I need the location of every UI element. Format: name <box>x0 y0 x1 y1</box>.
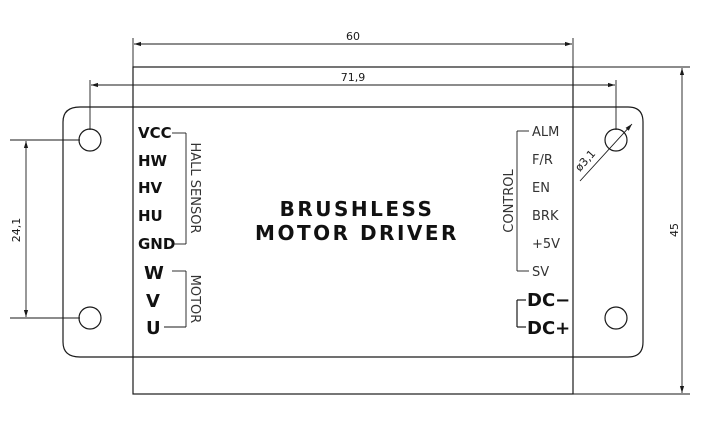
mount-hole-top-right <box>604 128 628 152</box>
dim-hole-diameter-label: ø3,1 <box>572 147 598 174</box>
dim-hole-pitch-label: 71,9 <box>341 71 366 84</box>
mount-hole-top-left <box>78 128 102 152</box>
control-group-label: CONTROL <box>502 169 517 233</box>
hall-sensor-group-label: HALL SENSOR <box>187 143 202 234</box>
hall-pin-hw: HW <box>138 152 168 170</box>
control-pin-alm: ALM <box>532 125 559 140</box>
mounting-flange-outline <box>62 106 644 358</box>
title-line-2: MOTOR DRIVER <box>255 221 459 245</box>
dim-hole-leader <box>579 123 633 182</box>
motor-pin-w: W <box>144 263 164 284</box>
dim-height-label: 45 <box>668 223 681 237</box>
control-pin-sv: SV <box>532 265 549 280</box>
control-pin-5v: +5V <box>532 237 560 252</box>
mount-hole-bottom-left <box>78 306 102 330</box>
control-pin-en: EN <box>532 181 550 196</box>
hall-pin-hu: HU <box>138 207 163 225</box>
power-pin-dc-plus: DC+ <box>527 318 570 339</box>
power-pin-dc-minus: DC− <box>527 290 570 311</box>
driver-body <box>132 66 574 395</box>
motor-pin-u: U <box>146 318 161 339</box>
dim-hole-vertical-label: 24,1 <box>10 218 23 243</box>
motor-pin-v: V <box>146 291 160 312</box>
dim-top-width-label: 60 <box>346 30 360 43</box>
hall-pin-hv: HV <box>138 179 163 197</box>
motor-group-label: MOTOR <box>187 275 202 324</box>
control-pin-fr: F/R <box>532 153 553 168</box>
control-pin-brk: BRK <box>532 209 559 224</box>
hall-pin-gnd: GND <box>138 235 175 253</box>
mount-hole-bottom-right <box>604 306 628 330</box>
title-line-1: BRUSHLESS <box>280 197 435 221</box>
hall-pin-vcc: VCC <box>138 124 172 142</box>
